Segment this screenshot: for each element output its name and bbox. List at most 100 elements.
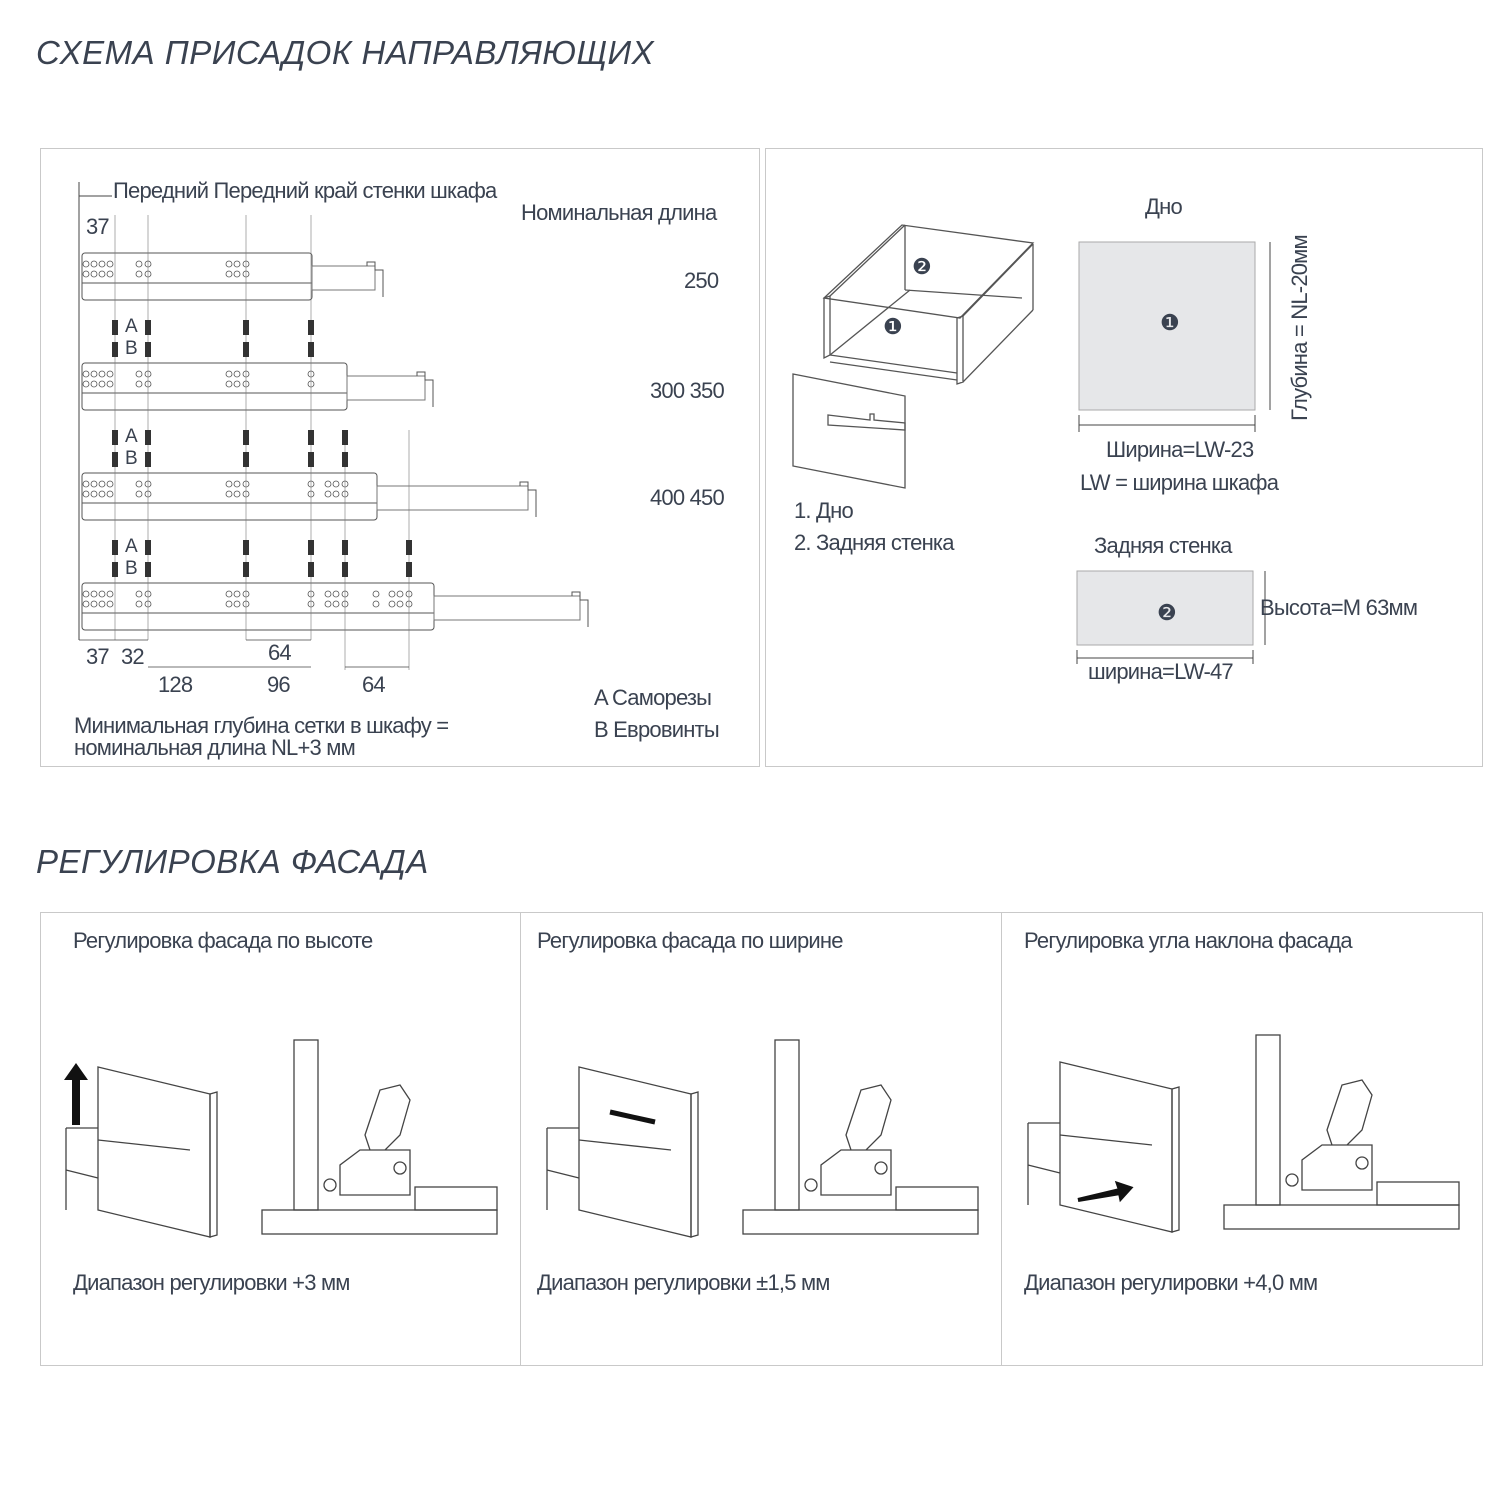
dim-64-a: 64 (268, 640, 292, 665)
legend-b: B Евровинты (594, 717, 720, 742)
dim-32: 32 (121, 644, 145, 669)
mounting-hole (332, 600, 340, 608)
rail-extension (346, 375, 426, 401)
mounting-hole (98, 380, 106, 388)
screw-icon (243, 562, 249, 577)
mounting-hole (82, 480, 90, 488)
mounting-hole (225, 270, 233, 278)
adjust-screw-icon (804, 1178, 818, 1192)
mounting-hole (106, 590, 114, 598)
mounting-hole (82, 270, 90, 278)
mounting-hole (82, 370, 90, 378)
screw-icon (308, 540, 314, 555)
screw-icon (342, 452, 348, 467)
mounting-hole (98, 270, 106, 278)
mounting-hole (324, 600, 332, 608)
rail-hook (416, 371, 434, 407)
mounting-hole (396, 590, 404, 598)
front-edge (209, 1091, 218, 1238)
mounting-hole (135, 600, 143, 608)
dim-37: 37 (86, 644, 110, 669)
adjustment-illustration (546, 1039, 979, 1238)
screw-icon (308, 562, 314, 577)
screw-icon (145, 452, 151, 467)
mounting-hole (388, 590, 396, 598)
rail-profile (414, 1186, 498, 1211)
bottom-title: Дно (1145, 194, 1183, 219)
mounting-hole (82, 380, 90, 388)
mounting-hole (90, 490, 98, 498)
screw-label-b: B (125, 558, 138, 579)
cabinet-wall (774, 1039, 800, 1211)
mounting-hole (332, 490, 340, 498)
height-adjust-title: Регулировка фасада по высоте (73, 928, 373, 953)
mounting-hole (233, 270, 241, 278)
mounting-hole (332, 480, 340, 488)
mounting-hole (106, 380, 114, 388)
screw-icon (145, 342, 151, 357)
screw-icon (243, 320, 249, 335)
length-400-450: 400 450 (650, 485, 725, 510)
arrow-tilt-icon (1077, 1180, 1134, 1203)
min-depth-note: Минимальная глубина сетки в шкафу = номи… (74, 713, 449, 759)
mounting-hole (106, 480, 114, 488)
drawer-side (65, 1127, 191, 1210)
section-title-drilling: СХЕМА ПРИСАДОК НАПРАВЛЯЮЩИХ (36, 34, 655, 71)
mounting-hole (225, 370, 233, 378)
adjustment-illustration (65, 1039, 498, 1238)
mounting-hole (225, 380, 233, 388)
screw-icon (112, 342, 118, 357)
front-edge (1171, 1086, 1180, 1233)
mounting-hole (98, 260, 106, 268)
dim-64-b: 64 (362, 672, 386, 697)
mounting-hole (135, 590, 143, 598)
mounting-hole (135, 490, 143, 498)
screw-icon (243, 452, 249, 467)
screw-icon (145, 430, 151, 445)
height-adjust-range: Диапазон регулировки +3 мм (73, 1270, 350, 1295)
locking-device (339, 1084, 411, 1196)
mounting-hole (98, 600, 106, 608)
min-depth-line-1: Минимальная глубина сетки в шкафу = (74, 713, 449, 738)
screw-icon (145, 540, 151, 555)
marker-bottom-panel: ❶ (1160, 310, 1180, 335)
screw-icon (145, 562, 151, 577)
mounting-hole (233, 480, 241, 488)
rail-profile (895, 1186, 979, 1211)
mounting-hole (225, 260, 233, 268)
mounting-hole (225, 490, 233, 498)
mounting-hole (332, 590, 340, 598)
adjust-screw-icon (1355, 1156, 1369, 1170)
back-wall-title: Задняя стенка (1094, 533, 1232, 558)
mounting-hole (82, 590, 90, 598)
drilling-scheme-panel (40, 148, 760, 767)
mounting-hole (225, 480, 233, 488)
screw-icon (342, 540, 348, 555)
mounting-hole (90, 370, 98, 378)
screw-icon (112, 320, 118, 335)
screw-icon (112, 452, 118, 467)
screw-icon (145, 320, 151, 335)
mounting-hole (106, 260, 114, 268)
mounting-hole (106, 270, 114, 278)
mounting-hole (82, 490, 90, 498)
width-adjust-title: Регулировка фасада по ширине (537, 928, 844, 953)
drawer-front (97, 1066, 211, 1238)
screw-icon (406, 540, 412, 555)
mounting-hole (388, 600, 396, 608)
mounting-hole (135, 480, 143, 488)
width-adjust-range: Диапазон регулировки ±1,5 мм (537, 1270, 830, 1295)
drawer-parts-panel (765, 148, 1483, 767)
screw-icon (243, 430, 249, 445)
mounting-hole (225, 600, 233, 608)
arrow-up-icon (64, 1063, 88, 1125)
part-2: 2. Задняя стенка (794, 530, 954, 555)
screw-label-b: B (125, 448, 138, 469)
mounting-hole (233, 380, 241, 388)
drawer-side (1027, 1122, 1153, 1205)
drawer-side (546, 1127, 672, 1210)
rail-hook (571, 591, 589, 627)
adjust-screw-icon (1285, 1173, 1299, 1187)
